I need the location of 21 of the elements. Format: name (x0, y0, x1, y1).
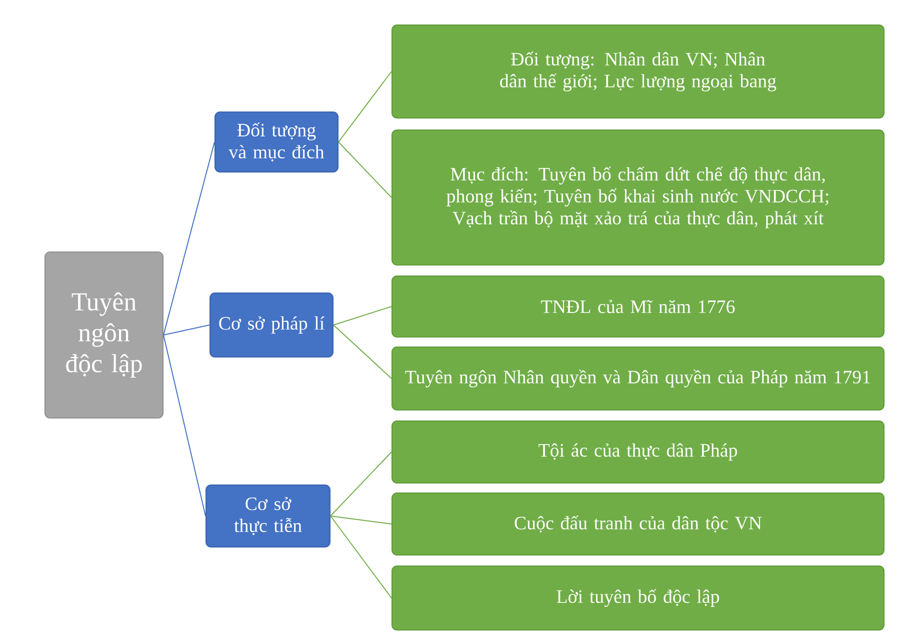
category-box: Đối tượng và mục đích (214, 112, 338, 172)
category-box: Cơ sở thực tiễn (206, 484, 330, 548)
connector-line (330, 516, 392, 598)
detail-box: Cuộc đấu tranh của dân tộc VN (392, 492, 884, 556)
connector-line (330, 452, 392, 516)
connector-line (333, 306, 392, 326)
detail-box: Đối tượng: Nhân dân VN; Nhân dân thế giới; Lực lượng ngoại bang (392, 24, 884, 118)
connector-line (338, 71, 392, 142)
connector-line (338, 142, 392, 198)
detail-box: Tội ác của thực dân Pháp (392, 420, 884, 484)
connector-line (163, 324, 210, 336)
category-box: Cơ sở pháp lí (210, 292, 334, 358)
connector-line (330, 516, 392, 524)
connector-line (333, 324, 392, 379)
detail-box: Mục đích: Tuyên bố chấm dứt chế độ thực dân, phong kiến; Tuyên bố khai sinh nước VNDCCH; Vạch trần bộ mặt xảo trá của thực dân, phát xít (392, 130, 884, 266)
root-box: Tuyên ngôn độc lập (44, 252, 164, 418)
detail-box: Lời tuyên bố độc lập (392, 566, 884, 630)
connector-line (163, 142, 215, 336)
detail-box: TNĐL của Mĩ năm 1776 (392, 276, 884, 338)
connector-line (163, 334, 206, 516)
detail-box: Tuyên ngôn Nhân quyền và Dân quyền của Pháp năm 1791 (392, 346, 884, 410)
